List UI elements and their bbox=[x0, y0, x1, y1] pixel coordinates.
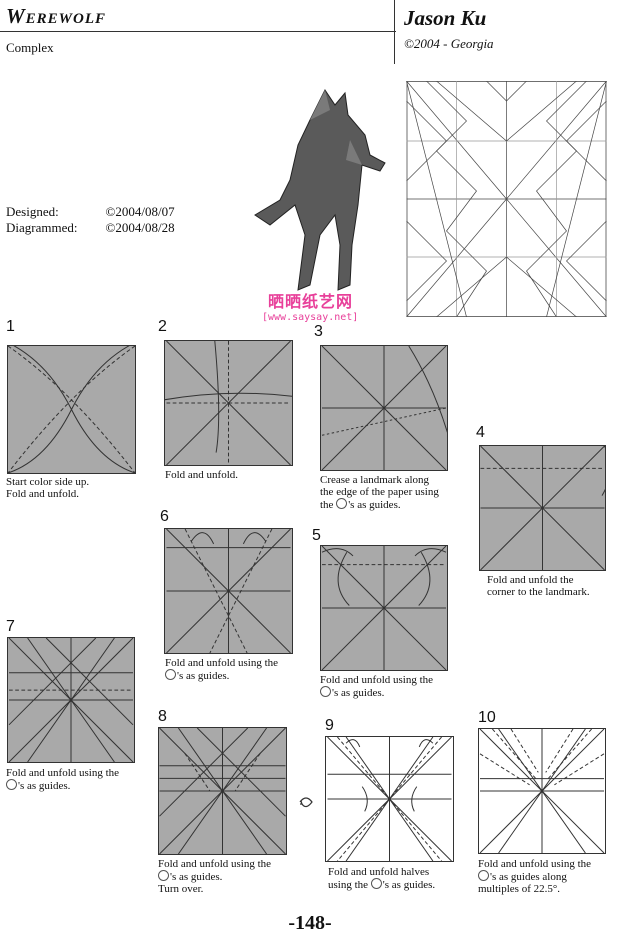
step-9-number: 9 bbox=[325, 717, 334, 734]
designed-value: ©2004/08/07 bbox=[105, 204, 175, 219]
diagrammed-label: Diagrammed: bbox=[6, 220, 78, 235]
copyright-line: ©2004 - Georgia bbox=[404, 36, 494, 51]
step-4-number: 4 bbox=[476, 424, 485, 441]
step-1-caption: Start color side up. Fold and unfold. bbox=[6, 476, 90, 500]
step-4-caption: Fold and unfold the corner to the landma… bbox=[487, 574, 590, 598]
step-10-caption: Fold and unfold using the 's as guides a… bbox=[478, 858, 592, 895]
model-title: Werewolf bbox=[6, 4, 107, 28]
circle-guide-icon bbox=[370, 878, 382, 889]
crease-pattern bbox=[405, 80, 608, 318]
step-5-number: 5 bbox=[312, 527, 321, 544]
step-6-caption: Fold and unfold using the 's as guides. bbox=[165, 657, 279, 682]
dates-table: Designed: ©2004/08/07 Diagrammed: ©2004/… bbox=[6, 204, 203, 236]
step-3-caption: Crease a landmark along the edge of the … bbox=[320, 474, 439, 511]
turn-over-icon bbox=[296, 792, 316, 812]
designed-label: Designed: bbox=[6, 204, 59, 219]
step-7-diagram bbox=[7, 637, 135, 763]
circle-guide-icon bbox=[158, 870, 169, 881]
step-2-number: 2 bbox=[158, 318, 167, 335]
step-8-caption: Fold and unfold using the 's as guides. … bbox=[158, 858, 272, 895]
watermark-logo: 晒晒纸艺网 bbox=[268, 292, 354, 311]
step-4-diagram bbox=[479, 445, 606, 571]
diagrammed-value: ©2004/08/28 bbox=[105, 220, 175, 235]
circle-guide-icon bbox=[478, 870, 489, 881]
step-10-diagram bbox=[478, 728, 606, 854]
difficulty-label: Complex bbox=[6, 40, 54, 55]
step-7-caption: Fold and unfold using the 's as guides. bbox=[6, 767, 120, 792]
step-8-number: 8 bbox=[158, 708, 167, 725]
step-3-diagram bbox=[320, 345, 448, 471]
step-6-number: 6 bbox=[160, 508, 169, 525]
watermark-url: [www.saysay.net] bbox=[262, 312, 359, 323]
circle-guide-icon bbox=[6, 779, 17, 790]
circle-guide-icon bbox=[165, 669, 176, 680]
page-number: -148- bbox=[288, 912, 332, 934]
step-9-diagram bbox=[325, 736, 454, 862]
step-6-diagram bbox=[164, 528, 293, 654]
header-vertical-divider bbox=[394, 0, 395, 64]
step-7-number: 7 bbox=[6, 618, 15, 635]
circle-guide-icon bbox=[336, 498, 348, 509]
author-name: Jason Ku bbox=[404, 6, 487, 30]
header-divider bbox=[0, 31, 396, 32]
circle-guide-icon bbox=[320, 686, 331, 697]
step-2-diagram bbox=[164, 340, 293, 466]
werewolf-model-photo bbox=[250, 85, 390, 295]
step-1-diagram bbox=[7, 345, 136, 474]
step-8-diagram bbox=[158, 727, 287, 855]
step-9-caption: Fold and unfold halves using the 's as g… bbox=[328, 866, 436, 891]
step-2-caption: Fold and unfold. bbox=[165, 469, 239, 481]
step-10-number: 10 bbox=[478, 709, 496, 726]
step-5-caption: Fold and unfold using the 's as guides. bbox=[320, 674, 434, 699]
step-3-number: 3 bbox=[314, 323, 323, 340]
step-1-number: 1 bbox=[6, 318, 15, 335]
step-5-diagram bbox=[320, 545, 448, 671]
